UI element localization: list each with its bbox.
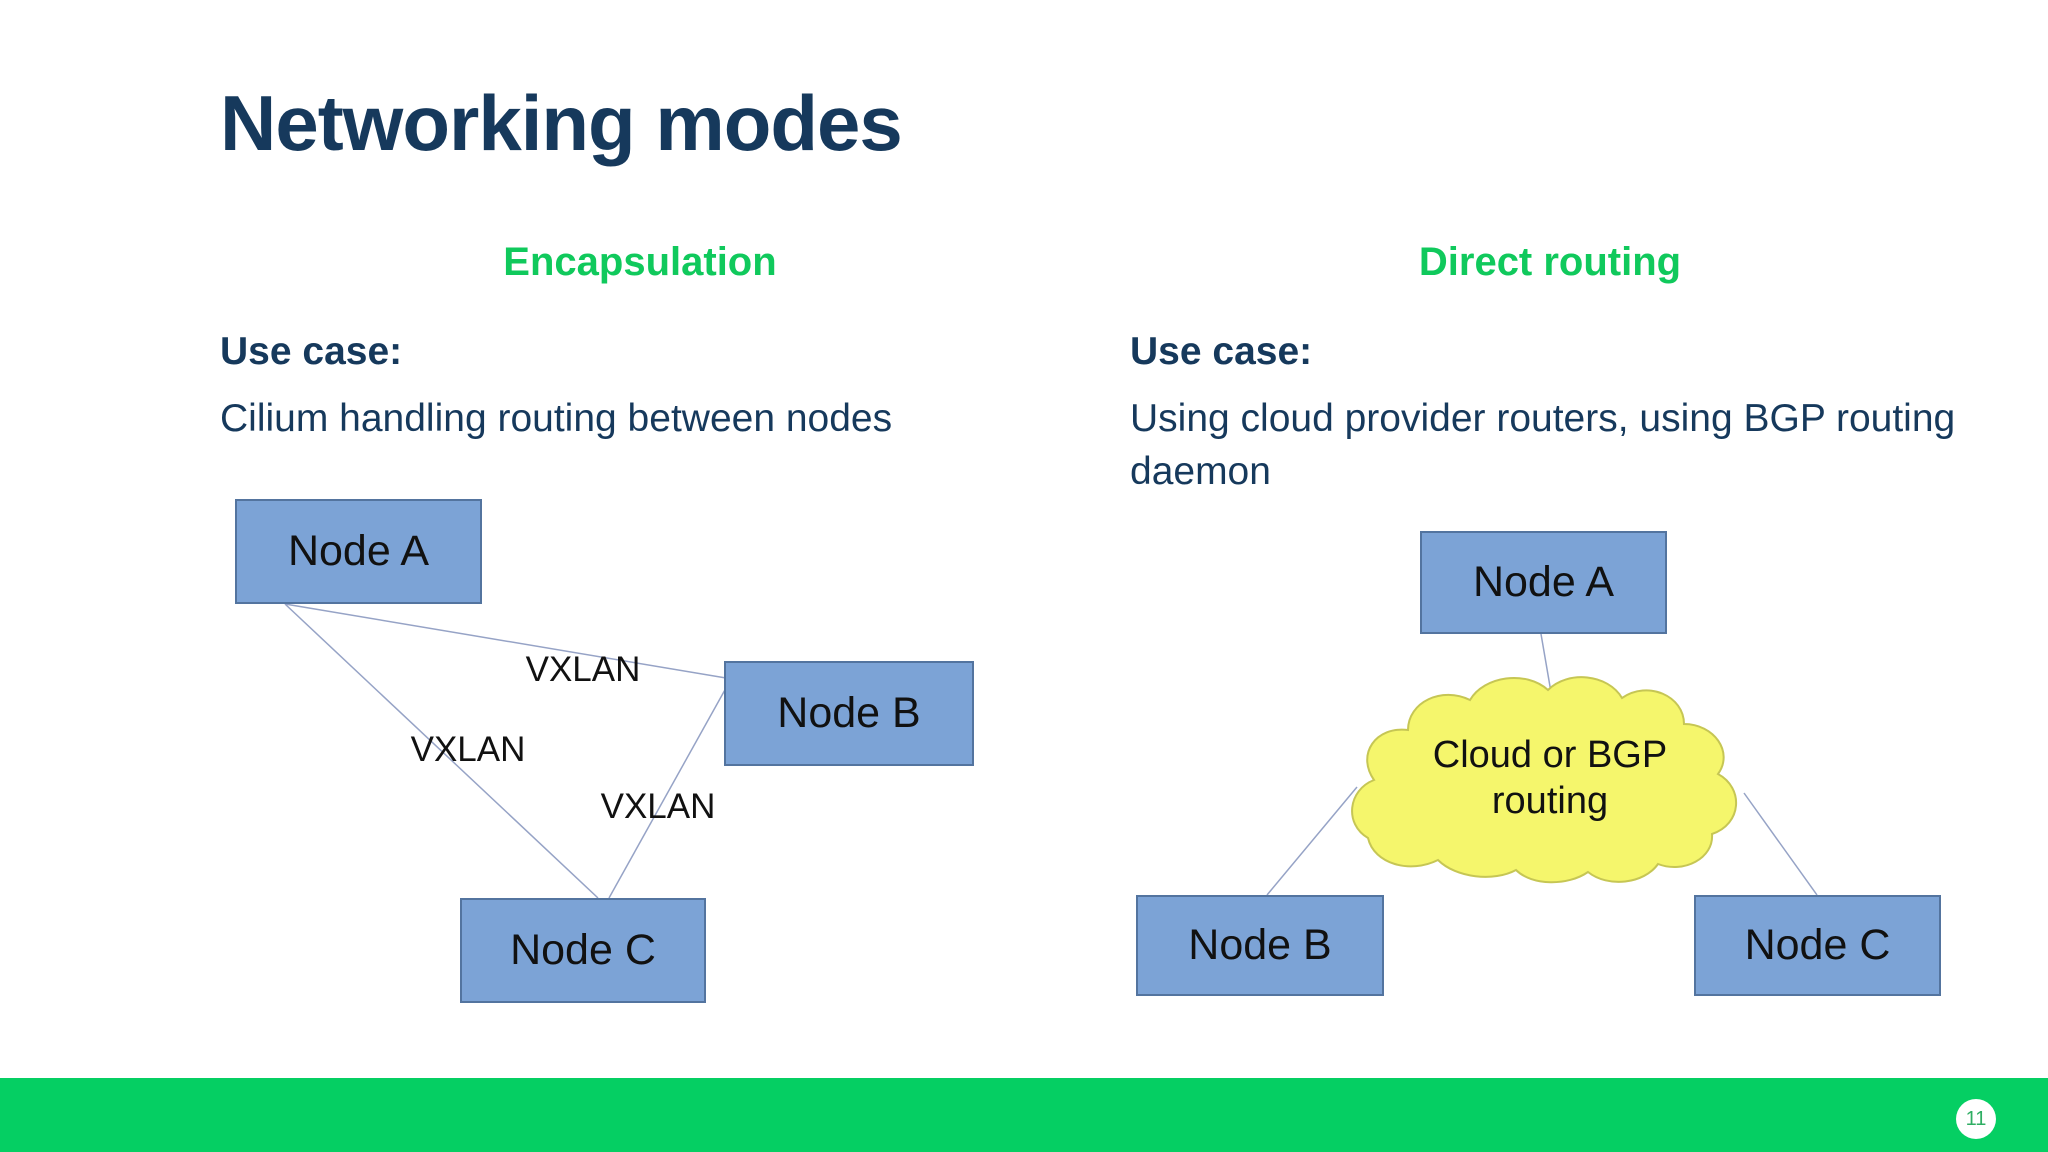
- cloud-label: Cloud or BGP routing: [1352, 732, 1748, 824]
- footer-accent-bar: [0, 1078, 2048, 1152]
- slide-title: Networking modes: [220, 79, 903, 167]
- edge-cloud-node-b: [1266, 786, 1358, 896]
- node-box-b: Node B: [1136, 895, 1384, 996]
- encapsulation-diagram: Node A Node B Node C VXLAN VXLAN VXLAN: [200, 460, 1080, 1060]
- right-use-case-label: Use case:: [1130, 330, 1313, 373]
- direct-routing-connector-lines: [1266, 633, 1818, 896]
- edge-node-a-node-b: [284, 603, 727, 679]
- node-label: Node A: [287, 527, 430, 575]
- node-box-c: Node C: [460, 898, 706, 1003]
- node-label: Node B: [1188, 921, 1332, 969]
- cloud-shape: [1351, 676, 1737, 884]
- right-column-header: Direct routing: [1418, 240, 1682, 284]
- left-use-case-label: Use case:: [220, 330, 403, 373]
- node-box-c: Node C: [1694, 895, 1941, 996]
- right-use-case-description: Using cloud provider routers, using BGP …: [1130, 397, 1956, 493]
- node-label: Node B: [777, 689, 921, 737]
- node-label: Node A: [1472, 558, 1615, 606]
- cloud-label-line1: Cloud or BGP: [1432, 734, 1668, 776]
- left-column-header: Encapsulation: [503, 240, 777, 284]
- page-number-badge: 11: [1956, 1099, 1996, 1139]
- edge-label-vxlan-ac: VXLAN: [410, 730, 526, 769]
- node-label: Node C: [1744, 921, 1891, 969]
- edge-node-a-node-c: [284, 603, 599, 899]
- left-use-case-description: Cilium handling routing between nodes: [220, 397, 893, 440]
- page-number: 11: [1965, 1107, 1987, 1130]
- edge-label-vxlan-bc: VXLAN: [600, 787, 716, 826]
- edge-cloud-node-c: [1743, 792, 1818, 896]
- node-box-b: Node B: [724, 661, 974, 766]
- node-box-a: Node A: [235, 499, 482, 604]
- encapsulation-connector-lines: [284, 603, 727, 899]
- node-label: Node C: [510, 926, 656, 974]
- cloud-label-line2: routing: [1491, 780, 1609, 822]
- direct-routing-diagram: Node A Node B Node C Cloud or BGP routin…: [1100, 500, 2000, 1060]
- edge-node-b-node-c: [608, 687, 727, 899]
- node-box-a: Node A: [1420, 531, 1667, 634]
- edge-label-vxlan-ab: VXLAN: [525, 650, 641, 689]
